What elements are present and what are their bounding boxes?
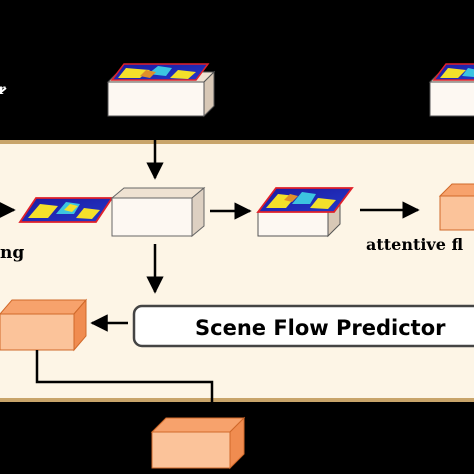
left-output-box — [0, 298, 88, 352]
left-flow-map — [18, 197, 114, 223]
left-fragment-label: ng — [0, 243, 24, 263]
arrow-top-left — [0, 87, 7, 95]
main-panel — [0, 140, 474, 402]
flow-map-icon — [110, 63, 210, 81]
flow-map-icon — [432, 63, 474, 81]
flow-map-icon — [256, 187, 354, 213]
top-flow-box-right — [428, 63, 474, 117]
connector-line — [35, 350, 214, 418]
attentive-flow-label: attentive fl — [366, 235, 463, 254]
top-flow-box — [106, 63, 216, 118]
attended-flow-box — [256, 187, 354, 238]
scene-flow-predictor: Scene Flow Predictor — [132, 304, 474, 348]
predictor-label: Scene Flow Predictor — [195, 316, 446, 340]
attentive-flow-box — [438, 183, 474, 231]
encoder-box — [110, 186, 206, 238]
bottom-output-box — [150, 416, 246, 470]
